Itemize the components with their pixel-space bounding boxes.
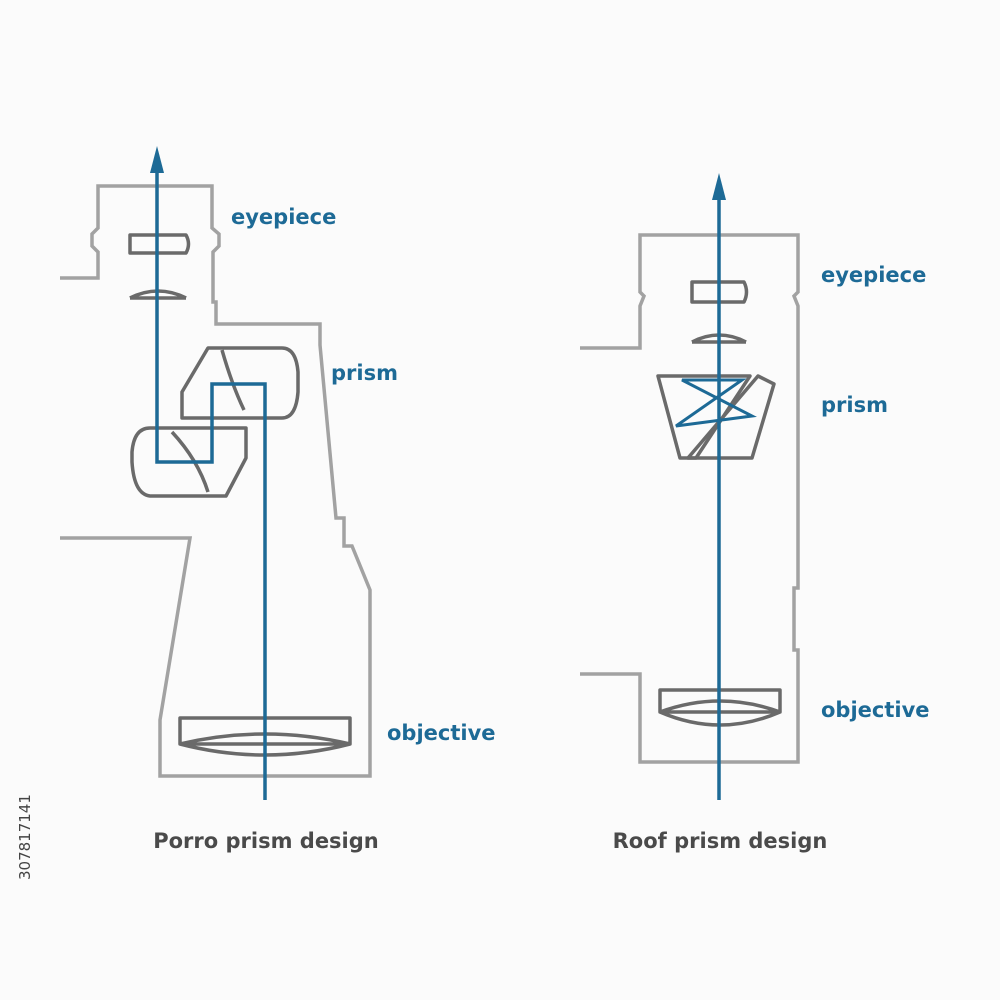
roof-label-objective: objective <box>821 698 930 722</box>
roof-arrow-head <box>712 173 726 200</box>
porro-light-path <box>155 168 267 800</box>
roof-housing-outline <box>580 233 800 764</box>
porro-prism-lower <box>130 426 248 498</box>
porro-label-prism: prism <box>331 361 398 385</box>
roof-prism-right <box>686 374 776 460</box>
roof-label-eyepiece: eyepiece <box>821 263 926 287</box>
porro-caption: Porro prism design <box>153 829 379 853</box>
stock-id-text: 307817141 <box>16 794 34 880</box>
porro-objective-lens <box>178 716 352 757</box>
roof-label-prism: prism <box>821 393 888 417</box>
roof-diagram: eyepiece prism objective Roof prism desi… <box>580 173 930 853</box>
roof-caption: Roof prism design <box>613 829 828 853</box>
porro-eyepiece-lens-upper <box>128 233 191 255</box>
porro-prism-upper <box>180 346 300 420</box>
porro-prism-upper-inner <box>220 349 246 411</box>
porro-label-objective: objective <box>387 721 496 745</box>
porro-housing-outline <box>60 184 372 778</box>
porro-diagram: eyepiece prism objective Porro prism des… <box>60 146 496 853</box>
roof-objective-lens <box>658 688 782 727</box>
roof-eyepiece-lens-upper <box>690 280 749 304</box>
roof-prism-light-path <box>675 378 757 428</box>
porro-arrow-head <box>150 146 164 173</box>
porro-label-eyepiece: eyepiece <box>231 205 336 229</box>
